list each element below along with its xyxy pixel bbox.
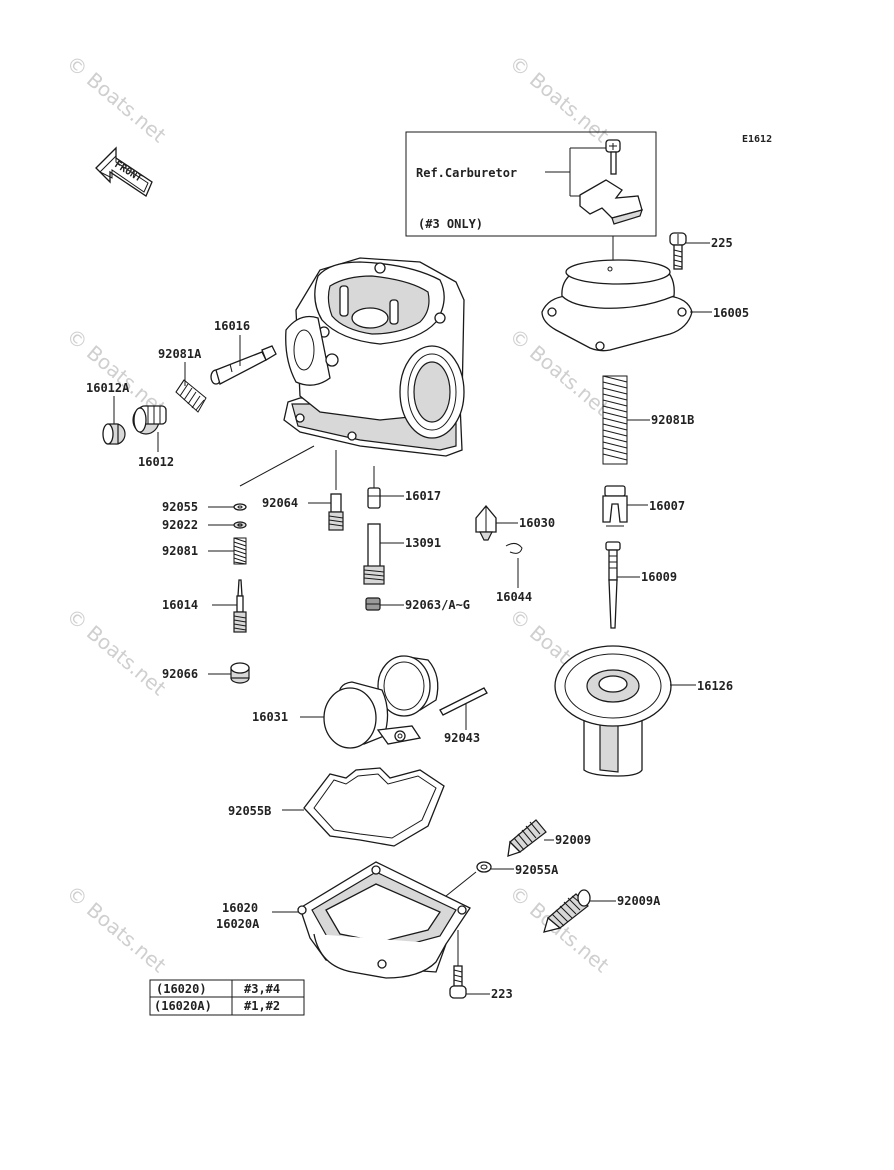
part-16012: [132, 405, 167, 435]
label-16020A: 16020A: [216, 917, 260, 931]
label-92009: 92009: [555, 833, 591, 847]
screw-92009: [507, 819, 547, 857]
watermark-2: © Boats.net: [505, 50, 614, 147]
label-16012A: 16012A: [86, 381, 130, 395]
spring-92081A: [175, 379, 207, 413]
jet-92064: [328, 493, 344, 531]
label-92081A: 92081A: [158, 347, 202, 361]
needle-holder-16007: [602, 485, 628, 527]
label-92055: 92055: [162, 500, 198, 514]
label-16126: 16126: [697, 679, 733, 693]
label-16017: 16017: [405, 489, 441, 503]
label-16012: 16012: [138, 455, 174, 469]
label-92081B: 92081B: [651, 413, 694, 427]
cap-16012A: [102, 423, 126, 445]
label-16044: 16044: [496, 590, 532, 604]
legend-row-1-cyl: #3,#4: [244, 982, 280, 996]
float-valve-16030: [475, 504, 497, 541]
bracket-icon: [579, 179, 643, 225]
needle-jet-13091: [363, 523, 385, 585]
screw-223-icon: [449, 965, 467, 999]
jet-needle-16009: [605, 541, 621, 629]
label-16007: 16007: [649, 499, 685, 513]
legend-row-1-part: (16020): [156, 982, 207, 996]
o-ring-92055A: [476, 861, 492, 873]
carburetor-body: [283, 257, 465, 457]
washer-92022: [233, 521, 247, 529]
gasket-92055B: [303, 767, 445, 847]
pin-92043: [439, 687, 488, 716]
watermark-7: © Boats.net: [62, 880, 171, 977]
spring-92081B: [602, 375, 628, 465]
label-92022: 92022: [162, 518, 198, 532]
label-92055B: 92055B: [228, 804, 271, 818]
vacuum-piston-16126: [554, 645, 672, 777]
screw-16014: [233, 579, 247, 633]
reference-carburetor-box: Ref.Carburetor (#3 ONLY): [405, 131, 657, 262]
ref-box-note: (#3 ONLY): [418, 217, 483, 231]
front-arrow-icon: FRONT: [95, 146, 153, 197]
screw-92009A: [543, 889, 591, 933]
label-92064: 92064: [262, 496, 298, 510]
diagram-code: E1612: [742, 134, 772, 145]
label-16030: 16030: [519, 516, 555, 530]
label-92081: 92081: [162, 544, 198, 558]
label-92066: 92066: [162, 667, 198, 681]
watermark-8: © Boats.net: [505, 880, 614, 977]
screw-225-icon: [669, 232, 687, 270]
label-16031: 16031: [252, 710, 288, 724]
adjuster-16016: [210, 345, 277, 385]
float-16031: [323, 655, 439, 749]
watermark-1: © Boats.net: [62, 50, 171, 147]
washer-92055: [233, 503, 247, 511]
label-16005: 16005: [713, 306, 749, 320]
legend-row-2-cyl: #1,#2: [244, 999, 280, 1013]
label-16016: 16016: [214, 319, 250, 333]
clip-16044: [505, 542, 523, 554]
jet-16017: [367, 487, 381, 509]
label-223: 223: [491, 987, 513, 1001]
top-cover-16005: [541, 259, 693, 352]
label-92063: 92063/A~G: [405, 598, 470, 612]
label-225: 225: [711, 236, 733, 250]
legend-table: (16020) #3,#4 (16020A) #1,#2: [149, 979, 305, 1016]
label-16020: 16020: [222, 901, 258, 915]
label-13091: 13091: [405, 536, 441, 550]
label-16009: 16009: [641, 570, 677, 584]
legend-row-2-part: (16020A): [154, 999, 212, 1013]
cap-92066: [230, 662, 250, 684]
ref-box-title: Ref.Carburetor: [416, 166, 517, 180]
spring-92081: [233, 537, 247, 565]
main-jet-92063: [365, 597, 381, 611]
label-92009A: 92009A: [617, 894, 661, 908]
float-bowl-16020: [297, 861, 471, 979]
label-92055A: 92055A: [515, 863, 559, 877]
bracket-screw-icon: [605, 139, 621, 175]
watermark-5: © Boats.net: [62, 603, 171, 700]
label-16014: 16014: [162, 598, 198, 612]
label-92043: 92043: [444, 731, 480, 745]
